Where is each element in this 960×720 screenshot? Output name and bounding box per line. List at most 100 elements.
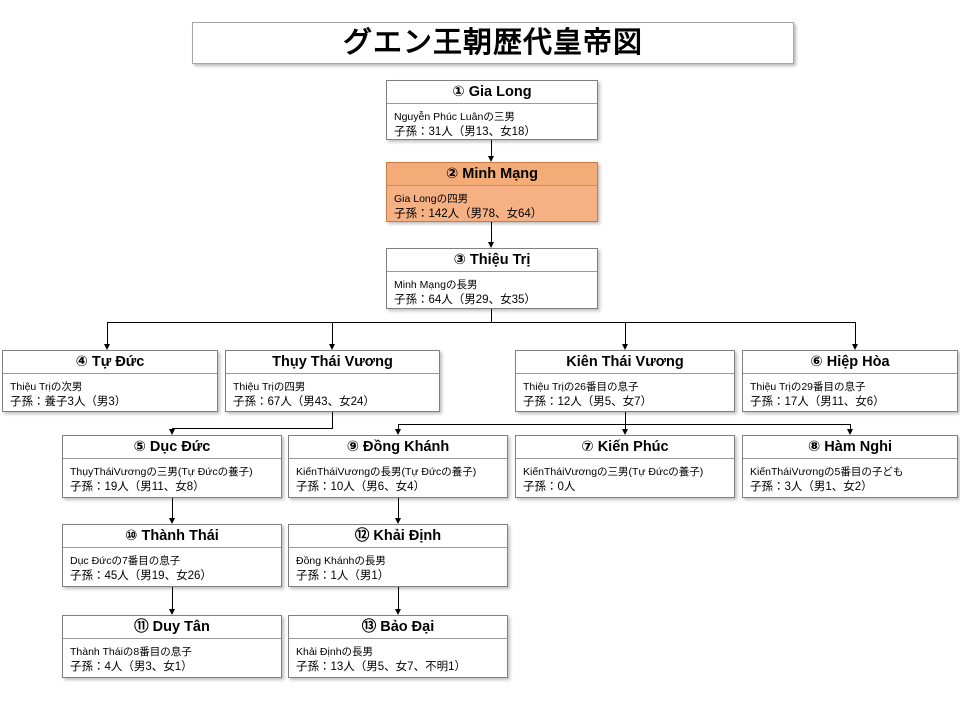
node-line-2: 子孫：45人（男19、女26） <box>70 570 212 582</box>
node-body: KiếnTháiVươngの長男(Tự Đứcの養子) 子孫：10人（男6、女4… <box>289 459 507 497</box>
node-header: ⑪ Duy Tân <box>63 616 281 639</box>
node-line-1: Minh Mạngの長男 <box>394 279 478 291</box>
node-body: Gia Longの四男 子孫：142人（男78、女64） <box>387 186 597 221</box>
arrow-head <box>487 242 494 248</box>
node-hiep-hoa[interactable]: ⑥ Hiệp Hòa Thiệu Trịの29番目の息子 子孫：17人（男11、… <box>742 350 958 412</box>
connector-bus-to-tu-duc <box>107 322 108 344</box>
node-header: Kiên Thái Vương <box>516 351 734 374</box>
node-header: ⑧ Hàm Nghi <box>743 436 957 459</box>
node-thuy-thai-vuong[interactable]: Thụy Thái Vương Thiệu Trịの四男 子孫：67人（男43、… <box>225 350 440 412</box>
node-line-2: 子孫：67人（男43、女24） <box>233 396 375 408</box>
node-line-1: Thiệu Trịの四男 <box>233 381 306 393</box>
node-line-2: 子孫：64人（男29、女35） <box>394 294 536 306</box>
node-header: ⑦ Kiến Phúc <box>516 436 734 459</box>
node-ham-nghi[interactable]: ⑧ Hàm Nghi KiếnTháiVươngの5番目の子ども 子孫：3人（男… <box>742 435 958 498</box>
node-gia-long[interactable]: ① Gia Long Nguyễn Phúc Luânの三男 子孫：31人（男1… <box>386 80 598 140</box>
node-line-2: 子孫：13人（男5、女7、不明1） <box>296 661 466 673</box>
node-header: ② Minh Mạng <box>387 163 597 186</box>
node-line-1: Thành Tháiの8番目の息子 <box>70 646 192 658</box>
chart-title: グエン王朝歴代皇帝図 <box>342 26 643 59</box>
node-duc-duc[interactable]: ⑤ Dục Đức ThụyTháiVươngの三男(Tự Đứcの養子) 子孫… <box>62 435 282 498</box>
node-header: ⑫ Khải Định <box>289 525 507 548</box>
node-body: Nguyễn Phúc Luânの三男 子孫：31人（男13、女18） <box>387 104 597 139</box>
node-line-1: Thiệu Trịの26番目の息子 <box>523 381 639 393</box>
node-header: ⑬ Bảo Đại <box>289 616 507 639</box>
node-line-1: Đồng Khánhの長男 <box>296 555 386 567</box>
node-body: KiếnTháiVươngの三男(Tự Đứcの養子) 子孫：0人 <box>516 459 734 497</box>
node-header: ⑨ Đồng Khánh <box>289 436 507 459</box>
node-header: ⑥ Hiệp Hòa <box>743 351 957 374</box>
node-line-1: KiếnTháiVươngの5番目の子ども <box>750 466 904 478</box>
node-line-1: ThụyTháiVươngの三男(Tự Đứcの養子) <box>70 466 253 478</box>
node-thanh-thai[interactable]: ⑩ Thành Thái Dục Đứcの7番目の息子 子孫：45人（男19、女… <box>62 524 282 587</box>
node-line-2: 子孫：12人（男5、女7） <box>523 396 653 408</box>
connector-bus-row5 <box>398 424 850 425</box>
node-body: Thiệu Trịの四男 子孫：67人（男43、女24） <box>226 374 439 411</box>
node-line-2: 子孫：4人（男3、女1） <box>70 661 193 673</box>
arrow-head <box>168 609 175 615</box>
node-header: ⑩ Thành Thái <box>63 525 281 548</box>
node-body: KiếnTháiVươngの5番目の子ども 子孫：3人（男1、女2） <box>743 459 957 497</box>
node-body: Thiệu Trịの26番目の息子 子孫：12人（男5、女7） <box>516 374 734 411</box>
node-body: Đồng Khánhの長男 子孫：1人（男1） <box>289 548 507 586</box>
node-duy-tan[interactable]: ⑪ Duy Tân Thành Tháiの8番目の息子 子孫：4人（男3、女1） <box>62 615 282 678</box>
arrow-head <box>394 609 401 615</box>
arrow-head <box>846 429 853 435</box>
arrow-head <box>851 344 858 350</box>
connector-bus-to-kien-thai-vuong <box>625 322 626 344</box>
node-line-1: KiếnTháiVươngの三男(Tự Đứcの養子) <box>523 466 704 478</box>
node-tu-duc[interactable]: ④ Tự Đức Thiệu Trịの次男 子孫：養子3人（男3） <box>2 350 218 412</box>
node-bao-dai[interactable]: ⑬ Bảo Đại Khải Địnhの長男 子孫：13人（男5、女7、不明1） <box>288 615 508 678</box>
node-header: ⑤ Dục Đức <box>63 436 281 459</box>
node-body: Khải Địnhの長男 子孫：13人（男5、女7、不明1） <box>289 639 507 677</box>
connector-thuy-thai-vuong-bus <box>172 428 333 429</box>
arrow-head <box>621 429 628 435</box>
node-line-2: 子孫：31人（男13、女18） <box>394 126 536 138</box>
node-body: Minh Mạngの長男 子孫：64人（男29、女35） <box>387 272 597 308</box>
connector-kien-thai-vuong-stem <box>625 412 626 424</box>
node-body: Dục Đứcの7番目の息子 子孫：45人（男19、女26） <box>63 548 281 586</box>
arrow-head <box>487 156 494 162</box>
arrow-head <box>103 344 110 350</box>
node-dong-khanh[interactable]: ⑨ Đồng Khánh KiếnTháiVươngの長男(Tự Đứcの養子)… <box>288 435 508 498</box>
connector-bus-to-hiep-hoa <box>855 322 856 344</box>
node-minh-mang[interactable]: ② Minh Mạng Gia Longの四男 子孫：142人（男78、女64） <box>386 162 598 222</box>
connector-thanh-thai-to-duy-tan <box>172 587 173 609</box>
arrow-head <box>168 429 175 435</box>
arrow-head <box>394 518 401 524</box>
arrow-head <box>394 429 401 435</box>
node-line-2: 子孫：142人（男78、女64） <box>394 208 543 220</box>
node-body: Thành Tháiの8番目の息子 子孫：4人（男3、女1） <box>63 639 281 677</box>
connector-thuy-to-duc-duc <box>172 428 173 429</box>
node-body: Thiệu Trịの29番目の息子 子孫：17人（男11、女6） <box>743 374 957 411</box>
node-line-1: KiếnTháiVươngの長男(Tự Đứcの養子) <box>296 466 477 478</box>
node-line-2: 子孫：10人（男6、女4） <box>296 481 426 493</box>
connector-bus-to-ham-nghi <box>850 424 851 429</box>
node-header: ④ Tự Đức <box>3 351 217 374</box>
node-body: ThụyTháiVươngの三男(Tự Đứcの養子) 子孫：19人（男11、女… <box>63 459 281 497</box>
node-line-2: 子孫：0人 <box>523 481 576 493</box>
connector-thuy-thai-vuong-stem <box>332 412 333 429</box>
connector-dong-khanh-to-khai-dinh <box>398 498 399 518</box>
node-kien-phuc[interactable]: ⑦ Kiến Phúc KiếnTháiVươngの三男(Tự Đứcの養子) … <box>515 435 735 498</box>
node-khai-dinh[interactable]: ⑫ Khải Định Đồng Khánhの長男 子孫：1人（男1） <box>288 524 508 587</box>
node-line-1: Gia Longの四男 <box>394 193 469 205</box>
node-line-1: Thiệu Trịの29番目の息子 <box>750 381 866 393</box>
node-line-2: 子孫：3人（男1、女2） <box>750 481 873 493</box>
node-thieu-tri[interactable]: ③ Thiệu Trị Minh Mạngの長男 子孫：64人（男29、女35） <box>386 248 598 309</box>
node-header: Thụy Thái Vương <box>226 351 439 374</box>
connector-gia-long-to-minh-mang <box>491 140 492 156</box>
arrow-head <box>621 344 628 350</box>
node-line-2: 子孫：1人（男1） <box>296 570 390 582</box>
node-line-2: 子孫：19人（男11、女8） <box>70 481 205 493</box>
node-kien-thai-vuong[interactable]: Kiên Thái Vương Thiệu Trịの26番目の息子 子孫：12人… <box>515 350 735 412</box>
connector-minh-mang-to-thieu-tri <box>491 222 492 242</box>
node-line-2: 子孫：17人（男11、女6） <box>750 396 885 408</box>
node-line-1: Dục Đứcの7番目の息子 <box>70 555 181 567</box>
connector-bus-to-dong-khanh <box>398 424 399 429</box>
connector-duc-duc-to-thanh-thai <box>172 498 173 518</box>
arrow-head <box>168 518 175 524</box>
node-header: ③ Thiệu Trị <box>387 249 597 272</box>
connector-bus-to-kien-phuc <box>625 424 626 429</box>
